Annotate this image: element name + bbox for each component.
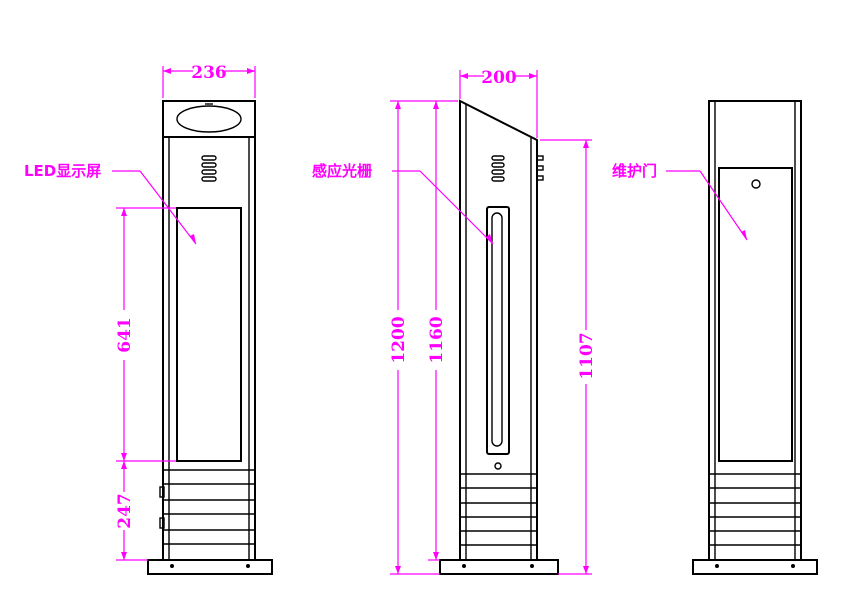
dim-front-display-height: 641	[115, 317, 135, 353]
front-head-window	[176, 105, 242, 133]
dim-side-body-height: 1160	[427, 316, 447, 363]
callout-maintenance-door: 维护门	[612, 162, 657, 180]
side-vent	[491, 155, 505, 182]
front-base-plate	[147, 559, 273, 575]
dim-front-width: 236	[191, 63, 227, 83]
dim-side-total-height: 1200	[389, 316, 409, 363]
rear-body	[708, 100, 802, 561]
side-view: 200 1200 1160 1107 感应光栅	[312, 68, 597, 575]
front-led-display	[176, 207, 242, 462]
dim-rear-height: 1107	[577, 332, 597, 379]
dim-side-width: 200	[481, 68, 517, 88]
dim-front-base-height: 247	[115, 493, 135, 529]
side-base-stripes	[460, 473, 537, 546]
callout-sensor-grating: 感应光栅	[312, 162, 372, 180]
side-base-plate	[439, 559, 559, 575]
rear-maintenance-door	[718, 167, 793, 462]
front-base-stripes	[159, 469, 255, 545]
callout-led-display: LED显示屏	[24, 162, 101, 180]
rear-base-plate	[692, 559, 818, 575]
side-sensor-grating	[486, 206, 510, 455]
rear-base-stripes	[709, 473, 801, 546]
rear-view: 维护门	[612, 100, 818, 575]
door-lock-icon	[751, 179, 761, 189]
front-view: 236 641 247 LED显示屏	[24, 63, 273, 575]
front-vent	[201, 155, 217, 182]
